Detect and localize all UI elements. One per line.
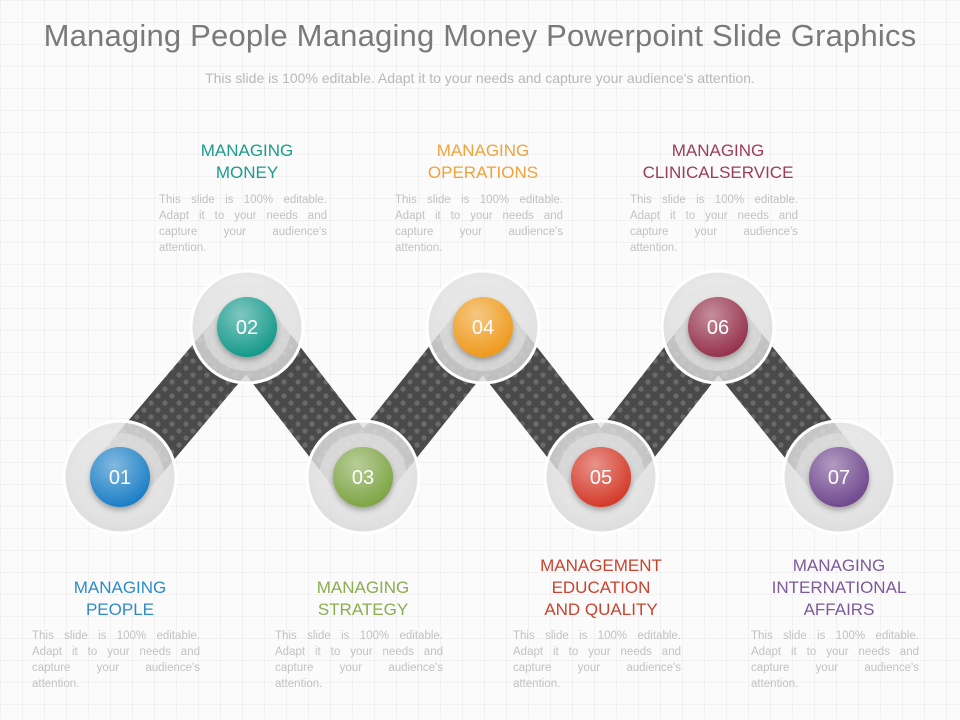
step-ball-shine <box>217 297 277 357</box>
step-number: 03 <box>352 467 374 489</box>
step-description-04: This slide is 100% editable. Adapt it to… <box>395 194 563 254</box>
step-description-03: This slide is 100% editable. Adapt it to… <box>275 630 443 690</box>
step-number: 07 <box>828 467 850 489</box>
step-node-07: 07 <box>781 419 897 535</box>
step-heading-07: Managing International Affairs <box>771 556 907 619</box>
step-node-01: 01 <box>62 419 178 535</box>
step-description-01: This slide is 100% editable. Adapt it to… <box>32 630 200 690</box>
step-description-05: This slide is 100% editable. Adapt it to… <box>513 630 681 690</box>
step-node-03: 03 <box>305 419 421 535</box>
step-description-07: This slide is 100% editable. Adapt it to… <box>751 630 919 690</box>
step-node-06: 06 <box>660 269 776 385</box>
step-heading-05: Management Education and Quality <box>540 556 662 619</box>
slide-title: Managing People Managing Money Powerpoin… <box>43 18 917 53</box>
step-description-02: This slide is 100% editable. Adapt it to… <box>159 194 327 254</box>
step-heading-03: Managing Strategy <box>316 578 410 619</box>
step-number: 04 <box>472 317 494 339</box>
step-number: 02 <box>236 317 258 339</box>
step-ball-shine <box>90 447 150 507</box>
step-number: 01 <box>109 467 131 489</box>
step-description-06: This slide is 100% editable. Adapt it to… <box>630 194 798 254</box>
step-ball-shine <box>688 297 748 357</box>
step-node-05: 05 <box>543 419 659 535</box>
step-ball-shine <box>453 297 513 357</box>
step-ball-shine <box>571 447 631 507</box>
step-heading-04: Managing Operations <box>427 141 539 182</box>
step-ball-shine <box>809 447 869 507</box>
step-number: 05 <box>590 467 612 489</box>
step-heading-06: Managing ClinicalService <box>642 141 794 182</box>
step-heading-01: Managing People <box>73 578 167 619</box>
step-node-02: 02 <box>189 269 305 385</box>
step-number: 06 <box>707 317 729 339</box>
step-node-04: 04 <box>425 269 541 385</box>
slide-subtitle: This slide is 100% editable. Adapt it to… <box>205 70 755 86</box>
step-heading-02: Managing Money <box>200 141 294 182</box>
step-ball-shine <box>333 447 393 507</box>
